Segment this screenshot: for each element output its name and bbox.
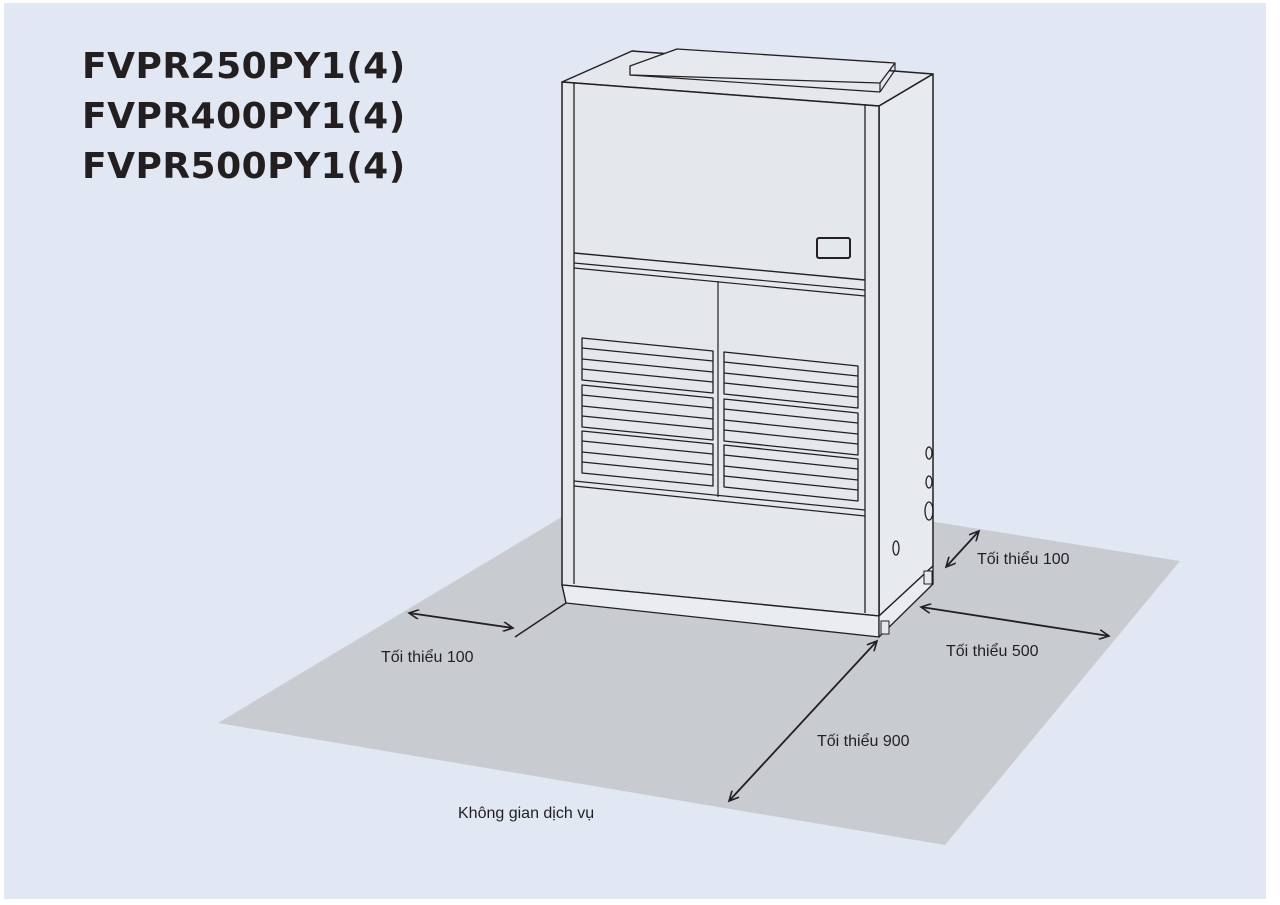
right-clearance-arrow xyxy=(921,607,1109,636)
right-clearance-label: Tối thiểu 500 xyxy=(946,643,1039,660)
service-space-floor xyxy=(218,515,1180,845)
rear-clearance-label: Tối thiểu 100 xyxy=(977,551,1070,568)
model-name: FVPR250PY1(4) xyxy=(82,46,406,87)
rear-clearance-arrow xyxy=(946,531,979,567)
dimension-arrows xyxy=(409,531,1109,801)
front-clearance-arrow xyxy=(729,641,877,801)
left-clearance-label: Tối thiểu 100 xyxy=(381,649,474,666)
front-clearance-label: Tối thiểu 900 xyxy=(817,733,910,750)
model-name: FVPR500PY1(4) xyxy=(82,146,406,187)
model-name: FVPR400PY1(4) xyxy=(82,96,406,137)
left-clearance-arrow xyxy=(409,613,513,628)
model-list: FVPR250PY1(4) FVPR400PY1(4) FVPR500PY1(4… xyxy=(82,42,406,192)
ac-unit-icon xyxy=(561,48,934,638)
service-space-label: Không gian dịch vụ xyxy=(458,805,595,822)
